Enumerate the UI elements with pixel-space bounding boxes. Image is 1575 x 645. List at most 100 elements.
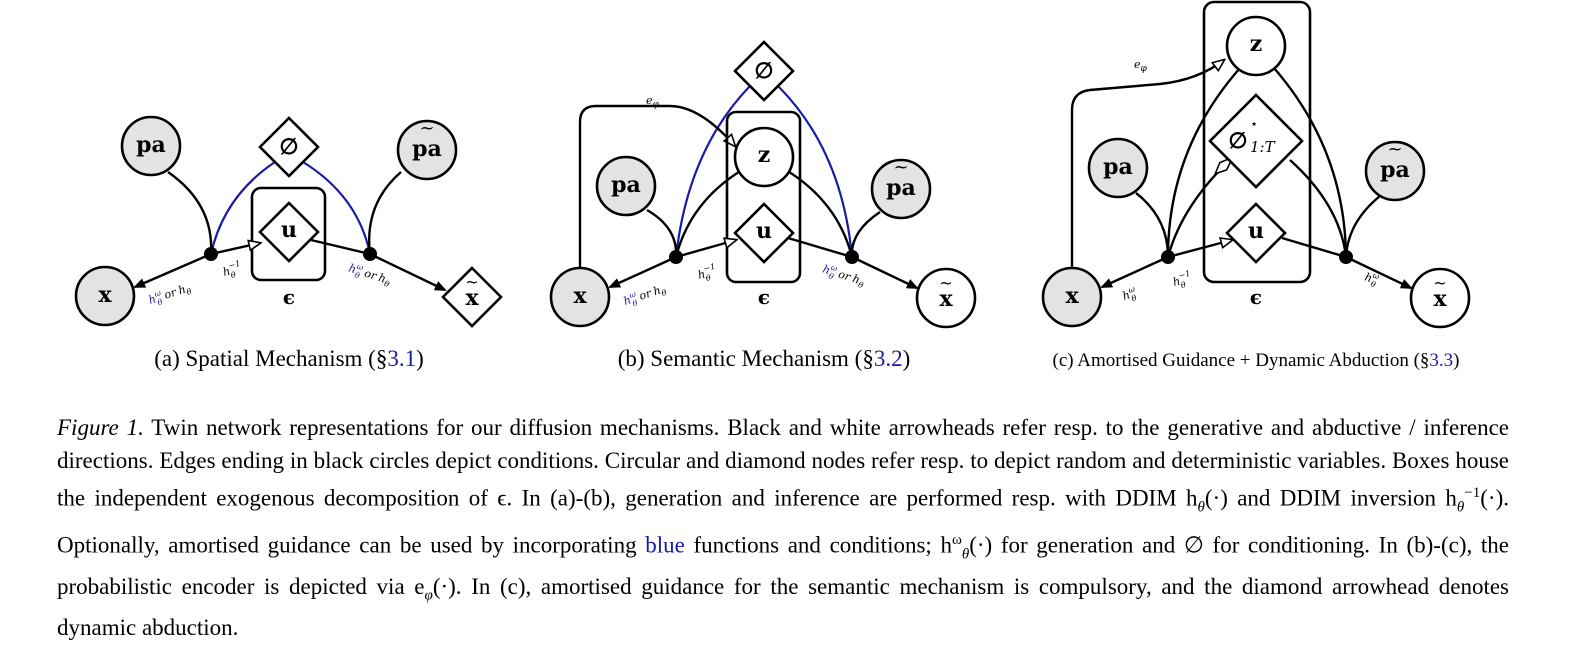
node-null-star-sub: 1:T xyxy=(1250,138,1276,156)
node-x-label: x xyxy=(1065,283,1079,309)
node-z-label: z xyxy=(758,142,771,168)
tilde-mark: ~ xyxy=(939,274,952,293)
edge-u-to-right-dot xyxy=(1281,236,1347,259)
caption-sup-2: −1 xyxy=(1464,485,1481,502)
edge-generate-factual xyxy=(608,255,677,289)
node-z xyxy=(733,126,795,188)
node-x-counterfactual-label: x xyxy=(939,286,953,312)
node-pa-counterfactual xyxy=(870,158,932,220)
exogenous-box xyxy=(725,110,802,284)
edge-z-to-right-dot xyxy=(785,168,854,258)
edge-generate-counterfactual xyxy=(851,255,919,290)
node-pa xyxy=(1087,137,1149,199)
edge-null-to-right-dot xyxy=(1289,159,1348,258)
edge-null-to-left-dot xyxy=(209,161,276,255)
node-x-counterfactual xyxy=(1409,267,1471,329)
edge-label-encoder: eφ xyxy=(646,94,660,110)
edge-dynamic-abduction xyxy=(1166,158,1232,258)
node-u xyxy=(258,201,320,263)
edge-pa-to-left-dot xyxy=(646,208,678,258)
node-z-label: z xyxy=(1250,31,1263,57)
node-u-label: u xyxy=(1248,218,1264,244)
svg-text:hωθ: hωθ xyxy=(1362,269,1381,290)
node-z xyxy=(1225,15,1287,77)
edge-pa-to-left-dot xyxy=(167,171,213,255)
node-x-label: x xyxy=(98,282,112,308)
edge-generate-factual xyxy=(133,252,212,289)
edge-pacf-to-right-dot xyxy=(850,211,881,258)
svg-text:h−1θ: h−1θ xyxy=(221,259,244,282)
node-pa-label: pa xyxy=(1103,154,1133,180)
edge-z-to-left-dot xyxy=(1166,67,1241,258)
figure-caption: Figure 1. Twin network representations f… xyxy=(57,412,1509,645)
node-x xyxy=(1041,266,1103,328)
edge-pacf-to-right-dot xyxy=(368,171,402,255)
caption-sup-4: ω xyxy=(951,532,962,549)
caption-sub-1: θ xyxy=(1197,499,1205,516)
node-null-star-sup: ⋆ xyxy=(1250,117,1258,132)
condition-dot-left xyxy=(1161,250,1175,264)
svg-text:hωθorhθ: hωθorhθ xyxy=(146,279,193,310)
node-u xyxy=(733,202,795,264)
node-null-label: ∅ xyxy=(754,58,773,84)
condition-dot-right xyxy=(363,247,377,261)
node-x-counterfactual-label: x xyxy=(1433,286,1447,312)
tilde-mark: ~ xyxy=(1433,274,1446,293)
node-null-star xyxy=(1208,93,1304,189)
epsilon-label: ϵ xyxy=(758,285,770,309)
edge-label-generate-factual: hωθ xyxy=(1121,284,1138,303)
node-null-star-label: ∅ xyxy=(1228,128,1247,154)
node-pa xyxy=(120,115,182,177)
node-pa-counterfactual xyxy=(1364,140,1426,202)
exogenous-box xyxy=(1202,0,1312,284)
tilde-mark: ~ xyxy=(465,273,478,292)
edge-label-encoder: eφ xyxy=(1134,58,1148,74)
node-x xyxy=(74,265,136,327)
tilde-mark: ~ xyxy=(893,157,908,178)
condition-dot-left xyxy=(204,247,218,261)
caption-sub-4: θ xyxy=(961,546,970,563)
edge-null-to-right-dot xyxy=(302,161,372,255)
edge-encoder xyxy=(578,104,735,268)
condition-dot-right xyxy=(845,250,859,264)
edge-z-to-right-dot xyxy=(1273,67,1348,258)
edge-label-inverse: h−1θ xyxy=(1171,269,1194,292)
edge-label-generate-factual: hωθorhθ xyxy=(146,279,193,310)
edge-generate-factual xyxy=(1100,255,1169,289)
edge-label-inverse: h−1θ xyxy=(697,262,717,283)
edge-generate-counterfactual xyxy=(1345,255,1413,290)
node-pa-label: pa xyxy=(136,132,166,158)
edge-inverse xyxy=(210,243,260,256)
panel-b-caption: (b) Semantic Mechanism (§3.2) xyxy=(618,346,911,371)
edge-inverse xyxy=(675,240,736,259)
panel-b: ∅ z u ϵ pa pa ~ x x ~ eφ h−1θ hωθorhθ hω… xyxy=(549,40,977,371)
caption-text-1: Twin network representations for our dif… xyxy=(57,415,1509,511)
caption-sub-2: θ xyxy=(1456,499,1465,516)
caption-sub-5: φ xyxy=(424,587,433,604)
edge-pa-to-left-dot xyxy=(1135,192,1170,258)
svg-text:hωθorhθ: hωθorhθ xyxy=(820,261,867,292)
svg-text:hωθorhθ: hωθorhθ xyxy=(621,280,668,311)
node-pa-counterfactual-label: pa xyxy=(412,136,442,162)
edge-z-to-left-dot xyxy=(674,168,743,258)
caption-text-6: (·). In (c), amortised guidance for the … xyxy=(57,573,1509,641)
node-u xyxy=(1225,202,1287,264)
panel-c: z ∅ ⋆ 1:T u ϵ pa pa ~ x x ~ eφ h−1θ hωθ … xyxy=(1041,0,1471,371)
tilde-mark: ~ xyxy=(1387,139,1402,160)
condition-dot-right xyxy=(1339,250,1353,264)
edge-null-to-left-dot xyxy=(674,85,751,258)
edge-null-to-right-dot xyxy=(777,85,854,258)
svg-text:h−1θ: h−1θ xyxy=(1171,269,1194,292)
edge-u-to-right-dot xyxy=(787,236,853,259)
tilde-mark: ~ xyxy=(419,118,434,139)
edge-label-generate-counterfactual: hωθ xyxy=(1362,269,1381,290)
node-x-counterfactual-label: x xyxy=(465,285,479,311)
edge-label-generate-factual: hωθorhθ xyxy=(621,280,668,311)
edge-u-to-right-dot xyxy=(310,238,371,256)
caption-text-2: (·) and DDIM inversion h xyxy=(1204,485,1457,511)
edge-label-inverse: h−1θ xyxy=(221,259,244,282)
panel-a-caption: (a) Spatial Mechanism (§3.1) xyxy=(154,346,424,371)
node-null-label: ∅ xyxy=(279,134,298,160)
